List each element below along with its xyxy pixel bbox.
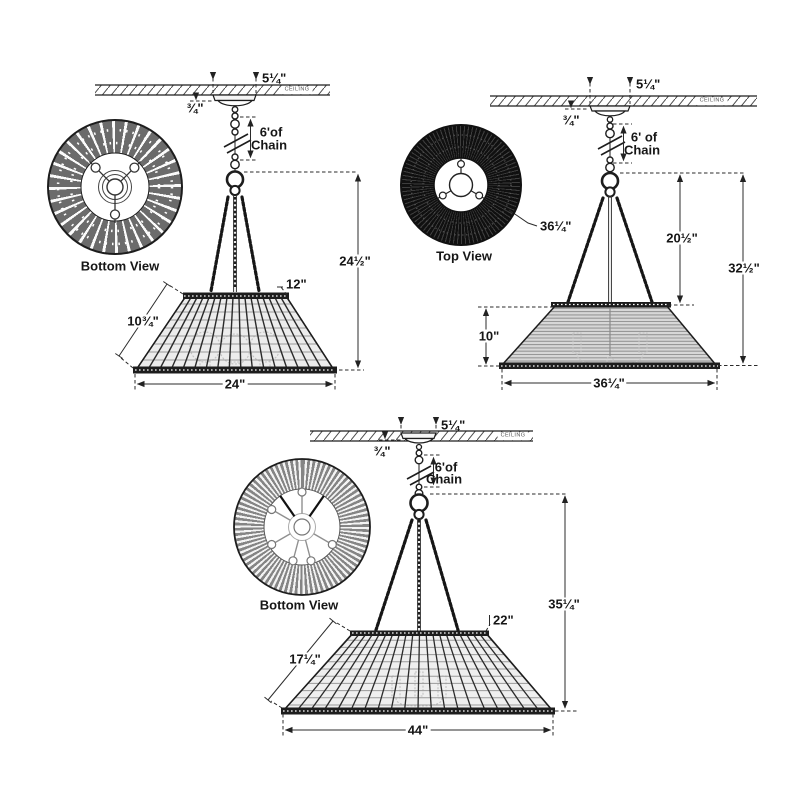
chain: [223, 112, 252, 197]
chain: [406, 449, 435, 521]
dim-slant-height-large: 17¼": [287, 651, 323, 667]
dim-canopy-height-large: ¾": [373, 443, 391, 459]
ceiling-label-large: CEILING: [497, 432, 529, 440]
dim-chain-line2-small: Chain: [250, 137, 288, 153]
dim-chain-line2-medium: Chain: [623, 142, 661, 158]
view-label-large: Bottom View: [259, 597, 339, 613]
top-view-detail: [400, 124, 522, 246]
dim-shade-height-medium: 10": [476, 328, 502, 344]
dim-overall-height-small: 24½": [337, 253, 373, 269]
dim-diameter-medium: 36¼": [540, 218, 572, 234]
dim-chain-line1-large: 6'of: [434, 459, 458, 475]
dim-canopy-width-large: 5¼": [441, 417, 466, 433]
dim-overall-height-large: 35¼": [546, 596, 582, 612]
shade: [281, 630, 555, 715]
suspension-chains: [209, 195, 261, 293]
view-label-medium: Top View: [436, 248, 492, 264]
dim-canopy-width-medium: 5¼": [636, 76, 661, 92]
shade: [133, 292, 337, 374]
suspension-chains: [566, 196, 654, 304]
dim-bottom-width-small: 24": [222, 376, 248, 392]
dim-overall-height-medium: 32½": [726, 260, 762, 276]
dim-drop-height-medium: 20½": [664, 230, 700, 246]
dim-chain-line2-large: Chain: [425, 471, 463, 487]
suspension-chains: [374, 518, 460, 632]
pendant-24-diagram: [47, 71, 364, 390]
dim-bottom-width-medium: 36¼": [591, 375, 627, 391]
dim-top-width-large: 22": [493, 612, 514, 628]
bottom-view-detail: [47, 119, 183, 255]
chain: [597, 122, 626, 198]
dim-top-width-small: 12": [286, 276, 307, 292]
dim-canopy-height-small: ¾": [186, 100, 204, 116]
dim-chain-line1-medium: 6' of: [630, 129, 658, 145]
canopy: [212, 94, 257, 113]
pendant-36-diagram: [400, 76, 758, 390]
view-label-small: Bottom View: [80, 258, 160, 274]
dim-canopy-height-medium: ¾": [562, 112, 580, 128]
dim-canopy-width-small: 5¼": [262, 70, 287, 86]
bottom-view-detail: [233, 458, 371, 596]
dim-bottom-width-large: 44": [405, 722, 431, 738]
ceiling-label-medium: CEILING: [696, 97, 728, 105]
canopy: [400, 432, 437, 451]
dim-chain-line1-small: 6'of: [259, 124, 283, 140]
pendant-44-diagram: [233, 416, 577, 736]
canopy: [589, 105, 631, 123]
shade: [499, 302, 720, 369]
ceiling-label-small: CEILING: [281, 86, 313, 94]
dim-slant-height-small: 10¾": [125, 313, 161, 329]
